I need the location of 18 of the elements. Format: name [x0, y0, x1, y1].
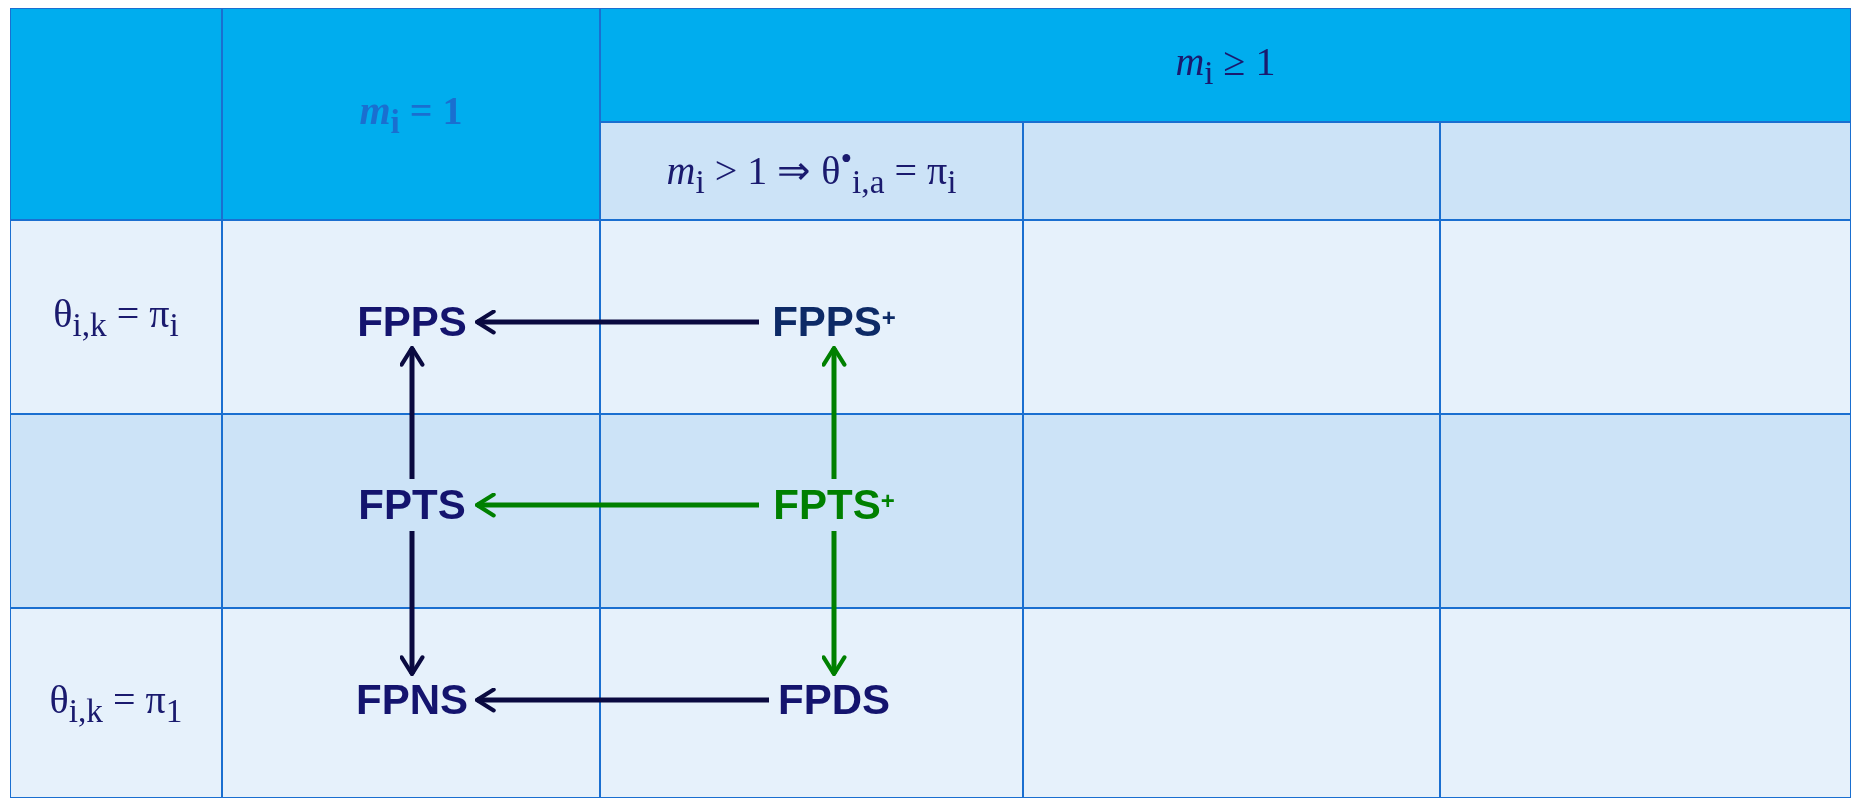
- arrow: [821, 345, 847, 479]
- node-label: FPNS: [347, 674, 477, 726]
- column-heading: m$_{i}$ ≥ 1: [1175, 38, 1276, 92]
- arrow: [399, 531, 425, 677]
- column-heading: m$_{i}$ = 1: [359, 87, 463, 141]
- arrow: [474, 687, 769, 713]
- row-heading: θ$_{i,k}$ = π$_{i}$: [53, 290, 179, 344]
- column-heading: m$_{i}$ > 1 ⇒ θ$^{•}$$_{i,a}$ = π$_{i}$: [666, 140, 957, 202]
- arrow: [474, 492, 759, 518]
- arrow: [399, 345, 425, 479]
- row-heading: θ$_{i,k}$ = π$_{1}$: [49, 676, 183, 730]
- node-label: FPTS$^{+}$: [759, 479, 909, 531]
- node-label: FPDS: [769, 674, 899, 726]
- node-label: FPTS: [347, 479, 477, 531]
- node-label: FPPS: [347, 296, 477, 348]
- node-label: FPPS$^{+}$: [759, 296, 909, 348]
- arrow: [474, 309, 759, 335]
- arrow: [821, 531, 847, 677]
